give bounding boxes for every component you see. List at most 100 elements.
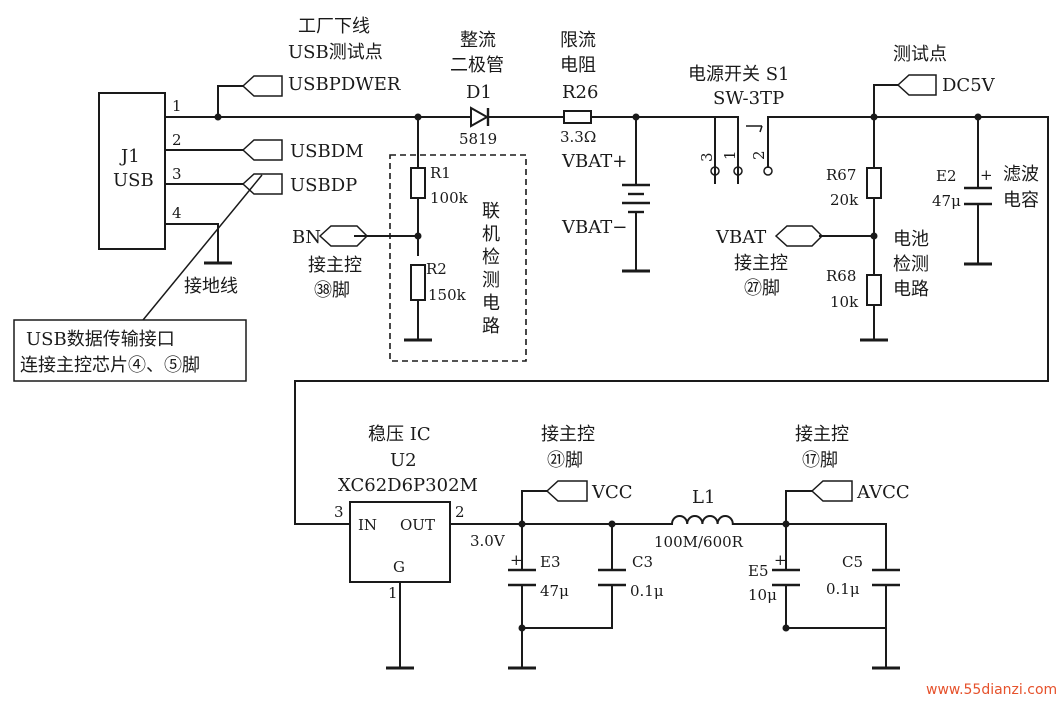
capacitor-e5: + E5 10μ: [748, 551, 800, 604]
resistor-r26: 限流 电阻 R26 3.3Ω: [560, 30, 598, 146]
e3-ref: E3: [540, 553, 561, 571]
usb-header-line1: 工厂下线: [298, 16, 370, 37]
vcc-label: VCC: [591, 482, 633, 503]
filter-cap-line2: 电容: [1003, 190, 1039, 211]
resistor-r68: R68 10k: [826, 267, 882, 311]
top-labels: 工厂下线 USB测试点 USBPDWER USBDM USBDP 接地线 USB…: [13, 16, 996, 382]
e2-ref: E2: [936, 167, 957, 185]
diode-d1: 整流 二极管 D1 5819: [450, 30, 504, 148]
v30-label: 3.0V: [470, 532, 506, 550]
usb-note-box: [13, 319, 247, 382]
svg-text:+: +: [510, 551, 523, 569]
j1-pin3: 3: [172, 165, 182, 183]
avcc-ctrl-line2: ⑰脚: [802, 450, 838, 471]
r2-ref: R2: [426, 260, 447, 278]
c5-value: 0.1μ: [826, 580, 860, 598]
vcc-ctrl-line1: 接主控: [541, 424, 595, 445]
battery-detect-label: 电池 检测 电路: [893, 229, 929, 300]
vbat-ctrl-line1: 接主控: [734, 253, 788, 274]
j1-pin4: 4: [172, 204, 182, 222]
c3-ref: C3: [632, 553, 653, 571]
r2-value: 150k: [428, 286, 467, 304]
r68-value: 10k: [830, 293, 859, 311]
usb-note-line1: USB数据传输接口: [26, 329, 175, 350]
r26-title1: 限流: [560, 30, 596, 51]
j1-type-label: USB: [113, 170, 154, 191]
vcc-ctrl-line2: ㉑脚: [547, 450, 583, 471]
u2-pin-in: 3: [334, 503, 344, 521]
r26-title2: 电阻: [560, 55, 596, 76]
capacitor-c3: C3 0.1μ: [598, 553, 664, 600]
test-point-flags: [241, 74, 937, 525]
battery-detect-line1: 电池: [893, 229, 929, 250]
regulator-u2: 稳压 IC U2 XC62D6P302M IN OUT G 3 2 1: [334, 424, 478, 602]
online-detect-char-5: 电: [482, 293, 500, 314]
capacitor-e3: + E3 47μ: [508, 551, 569, 600]
usbpdwer-label: USBPDWER: [288, 74, 401, 95]
filter-cap-label: 滤波 电容: [1003, 164, 1039, 211]
s1-pin1: 1: [721, 150, 739, 160]
resistor-r1: R1 100k: [410, 164, 469, 207]
usb-note-line2: 连接主控芯片④、⑤脚: [20, 355, 200, 376]
resistor-r2: R2 150k: [410, 260, 467, 304]
e3-value: 47μ: [540, 582, 569, 600]
svg-text:+: +: [774, 551, 787, 569]
top-wires: [164, 84, 1049, 525]
u2-in: IN: [358, 516, 377, 534]
s1-pin2: 2: [750, 150, 768, 160]
u2-pin-g: 1: [388, 584, 398, 602]
battery-detect-line2: 检测: [893, 254, 929, 275]
online-detect-char-3: 检: [482, 247, 500, 268]
r67-value: 20k: [830, 191, 859, 209]
online-detect-char-2: 机: [482, 224, 500, 245]
online-detect-char-4: 测: [482, 270, 500, 291]
s1-pin3: 3: [698, 152, 716, 162]
vbat-minus-label: VBAT−: [561, 217, 627, 238]
l1-ref: L1: [692, 487, 715, 508]
capacitor-e2: + E2 47μ: [932, 166, 993, 210]
avcc-ctrl-line1: 接主控: [795, 424, 849, 445]
online-detect-char-1: 联: [482, 201, 500, 222]
avcc-label: AVCC: [856, 482, 910, 503]
r26-ref: R26: [562, 82, 598, 103]
capacitor-c5: C5 0.1μ: [826, 553, 900, 598]
vbat-label: VBAT: [715, 227, 766, 248]
e5-ref: E5: [748, 562, 769, 580]
d1-title1: 整流: [460, 30, 496, 51]
j1-pin2: 2: [172, 131, 182, 149]
d1-ref: D1: [466, 82, 492, 103]
u2-title: 稳压 IC: [368, 424, 431, 445]
j1-ref-label: J1: [119, 146, 140, 167]
battery-vbat: [622, 183, 650, 214]
inductor-l1: L1 100M/600R: [654, 487, 744, 551]
l1-value: 100M/600R: [654, 533, 744, 551]
battery-detect-line3: 电路: [893, 279, 929, 300]
u2-part: XC62D6P302M: [338, 475, 478, 496]
e5-value: 10μ: [748, 586, 777, 604]
usb-connector-j1: J1 USB 1 2 3 4: [98, 92, 182, 250]
c3-value: 0.1μ: [630, 582, 664, 600]
usb-header-line2: USB测试点: [288, 42, 383, 63]
online-detect-box: [389, 154, 527, 362]
u2-ref: U2: [390, 450, 417, 471]
resistor-r67: R67 20k: [826, 166, 882, 209]
usbdp-label: USBDP: [290, 175, 357, 196]
c5-ref: C5: [842, 553, 863, 571]
r68-ref: R68: [826, 267, 856, 285]
j1-pin1: 1: [172, 97, 182, 115]
bottom-labels: 接主控 ㉑脚 VCC 接主控 ⑰脚 AVCC 3.0V: [470, 424, 910, 550]
u2-out: OUT: [400, 516, 435, 534]
r67-ref: R67: [826, 166, 856, 184]
svg-text:+: +: [980, 166, 993, 184]
u2-pin-out: 2: [455, 503, 465, 521]
watermark: www.55dianzi.com: [926, 682, 1057, 698]
bn-label: BN: [292, 227, 321, 248]
ground-label: 接地线: [184, 276, 238, 297]
r26-value: 3.3Ω: [560, 128, 596, 146]
s1-title2: SW-3TP: [713, 88, 784, 109]
r1-ref: R1: [430, 164, 451, 182]
s1-title1: 电源开关 S1: [688, 64, 790, 85]
usbdm-label: USBDM: [290, 141, 364, 162]
d1-title2: 二极管: [450, 55, 504, 76]
